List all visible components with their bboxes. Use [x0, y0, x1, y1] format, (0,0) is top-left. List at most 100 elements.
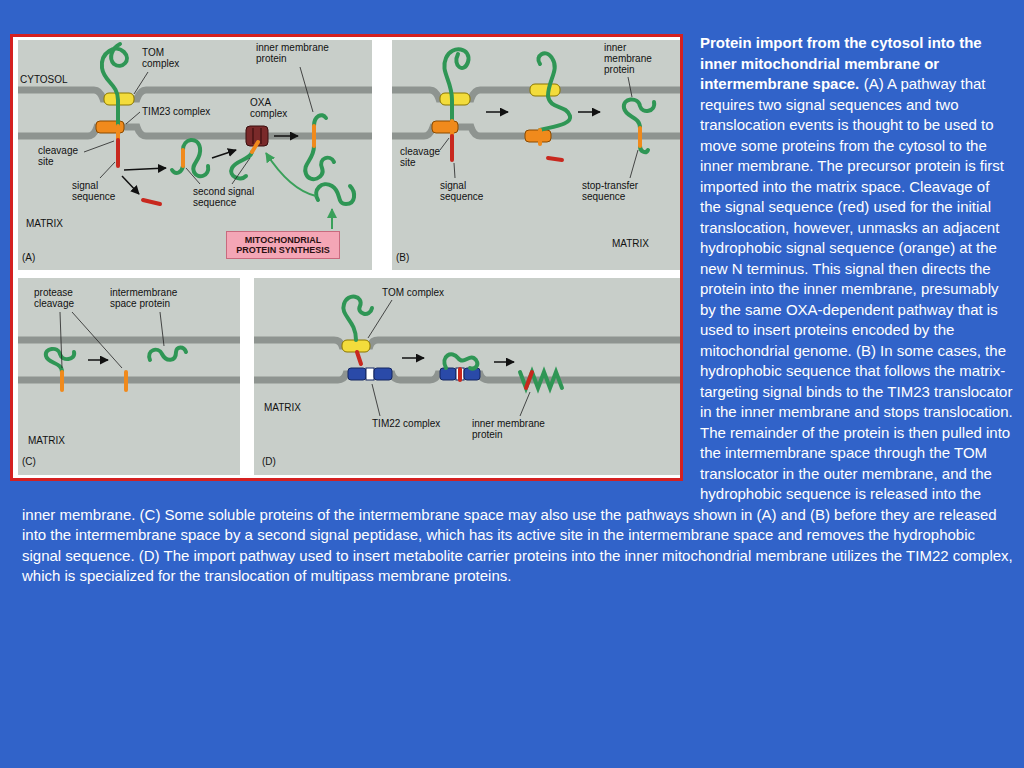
translocator: [432, 121, 458, 133]
matrix-signal: [357, 352, 361, 364]
figure-caption: (A) A pathway that requires two signal s…: [22, 75, 1013, 584]
region-label: MATRIX: [264, 402, 301, 413]
translocator: [374, 368, 392, 380]
protein-chain: [314, 115, 326, 126]
process-arrow: [486, 111, 508, 113]
protein-chain: [46, 44, 654, 388]
process-arrow: [88, 112, 600, 362]
translocator: [456, 368, 464, 380]
matrix-signal: [143, 200, 160, 204]
process-arrow: [212, 150, 236, 158]
matrix-signal: [118, 136, 562, 388]
process-arrow: [124, 168, 166, 170]
process-arrow: [402, 357, 424, 359]
part-label: intermembrane space protein: [110, 287, 185, 309]
protein-chain: [149, 348, 186, 361]
hydrophobic-segment: [60, 372, 64, 390]
leader-line: [60, 67, 638, 416]
synthesis-arrow: [331, 209, 333, 229]
figure-frame: [18, 40, 372, 270]
translocator: [348, 368, 366, 380]
leader-line: [232, 158, 250, 184]
protein-chain: [316, 184, 354, 204]
matrix-signal: [548, 158, 562, 160]
leader-line: [372, 384, 380, 416]
synthesis-box: MITOCHONDRIAL PROTEIN SYNTHESIS: [226, 231, 340, 259]
part-label: signal sequence: [72, 180, 117, 202]
leader-line: [630, 150, 638, 178]
hydrophobic-segment: [538, 130, 542, 144]
hydrophobic-segment: [181, 150, 185, 166]
process-arrow: [88, 359, 108, 361]
membrane: [18, 90, 680, 380]
part-label: cleavage site: [400, 146, 445, 168]
part-label: inner membrane protein: [472, 418, 547, 440]
process-arrow: [494, 361, 514, 363]
translocator: [96, 84, 560, 380]
protein-chain: [624, 99, 654, 128]
protein-chain: [102, 44, 127, 126]
part-label: second signal sequence: [193, 186, 268, 208]
translocator: [530, 84, 560, 96]
hydrophobic-segment: [450, 121, 454, 136]
box-text: MITOCHONDRIAL PROTEIN SYNTHESIS: [231, 235, 335, 255]
membrane: [254, 340, 680, 346]
part-label: cleavage site: [38, 145, 83, 167]
part-label: TIM22 complex: [372, 418, 440, 429]
part-label: TIM23 complex: [142, 106, 210, 117]
part-label: TOM complex: [382, 287, 444, 298]
leader-line: [60, 312, 62, 368]
translocator: [440, 93, 470, 105]
part-label: inner membrane protein: [604, 42, 659, 75]
region-label: MATRIX: [28, 435, 65, 446]
membrane: [18, 90, 372, 99]
hydrophobic-segment: [124, 372, 128, 390]
leader-line: [186, 168, 200, 184]
membrane: [18, 337, 240, 344]
figure-frame: [392, 40, 680, 270]
protein-chain: [46, 349, 74, 372]
protein-chain: [540, 96, 570, 130]
leader-line: [440, 138, 449, 150]
panel-letter: (B): [396, 252, 409, 263]
part-label: stop-transfer sequence: [582, 180, 662, 202]
part-label: OXA complex: [250, 97, 292, 119]
region-label: MATRIX: [26, 218, 63, 229]
protein-chain: [538, 53, 554, 96]
matrix-signal: [458, 369, 462, 380]
leader-line: [300, 67, 313, 112]
synthesis-arrow: [266, 153, 332, 229]
figure-frame: [12, 36, 682, 480]
translocator: [366, 368, 374, 380]
part-label: inner membrane protein: [256, 42, 331, 64]
leader-line: [100, 162, 115, 178]
leader-line: [134, 72, 148, 94]
protein-chain: [305, 146, 334, 179]
process-arrow: [122, 176, 139, 194]
figure-frame: [12, 36, 682, 480]
caption-flow: Protein import from the cytosol into the…: [22, 33, 1014, 587]
hydrophobic-segment: [312, 126, 316, 146]
protein-chain: [231, 152, 252, 178]
translocator: [252, 128, 254, 144]
part-label: protease cleavage: [34, 287, 84, 309]
translocator: [260, 128, 262, 144]
hydrophobic-segment: [116, 126, 120, 140]
protein-chain: [343, 297, 372, 340]
matrix-signal: [116, 140, 120, 166]
figure-frame: [254, 278, 680, 475]
matrix-signal: [450, 136, 454, 160]
hydrophobic-segment: [638, 128, 642, 146]
leader-line: [72, 312, 122, 368]
leader-line: [520, 392, 530, 416]
leader-line: [368, 300, 392, 338]
part-label: signal sequence: [440, 180, 485, 202]
protein-chain: [520, 372, 562, 388]
figure-frame: [18, 278, 240, 475]
panel-letter: (C): [22, 456, 36, 467]
leader-line: [454, 163, 455, 178]
protein-chain: [183, 140, 208, 176]
process-arrow: [578, 111, 600, 113]
leader-line: [126, 112, 140, 124]
leader-line: [628, 77, 632, 97]
